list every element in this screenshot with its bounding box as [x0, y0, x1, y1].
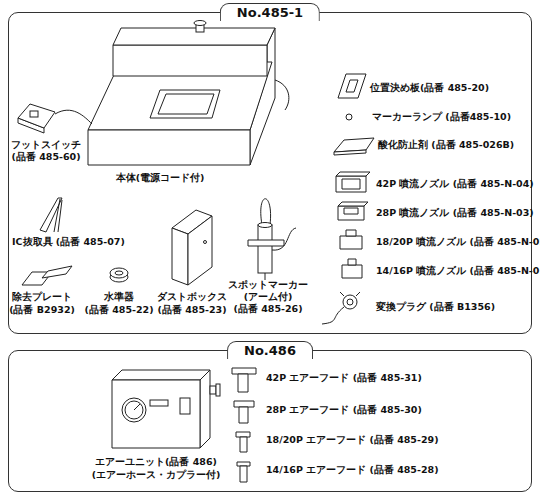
conversion-plug: [322, 292, 360, 324]
part-label: (品番 485-23): [158, 304, 227, 316]
part-label: 酸化防止剤 (品番 485-026B): [378, 139, 514, 151]
air-hoods: [232, 368, 256, 482]
part-label: 42P エアーフード (品番 485-31): [266, 372, 422, 384]
part-label: 位置決め板(品番 485-20): [370, 82, 489, 94]
ic-extractor: [40, 198, 62, 232]
part-label: (品番 485-60): [12, 151, 81, 163]
dust-box: [172, 210, 212, 285]
part-label: 18/20P エアーフード (品番 485-29): [266, 434, 438, 446]
part-label: (アーム付): [244, 291, 293, 303]
panel-heading: No.486: [227, 341, 313, 359]
part-label: エアーユニット(品番 486): [95, 456, 217, 468]
part-label: フットスイッチ: [11, 139, 81, 151]
part-label: 14/16P エアーフード (品番 485-28): [266, 464, 438, 476]
antioxidant: [334, 138, 374, 155]
nozzles: [336, 172, 370, 278]
part-label: 本体(電源コード付): [116, 172, 205, 184]
part-label: 28P エアーフード (品番 485-30): [266, 404, 422, 416]
air-unit: [112, 370, 220, 448]
part-label: ダストボックス: [157, 291, 227, 303]
part-label: 変換プラグ (品番 B1356): [376, 301, 495, 313]
positioning-plate: [338, 74, 366, 98]
spot-marker: [248, 199, 296, 280]
removal-plate: [22, 266, 72, 285]
part-label: IC抜取具 (品番 485-07): [12, 236, 125, 248]
foot-switch: [18, 104, 92, 133]
part-label: 水準器: [104, 291, 134, 303]
marker-lamp: [346, 114, 352, 120]
main-unit: [88, 21, 289, 166]
part-label: 18/20P 噴流ノズル (品番 485-N-02): [376, 236, 540, 248]
part-label: 28P 噴流ノズル (品番 485-N-03): [376, 207, 534, 219]
part-label: 42P 噴流ノズル (品番 485-N-04): [376, 178, 534, 190]
panel-heading: No.485-1: [220, 3, 320, 21]
part-label: (品番 B2932): [9, 304, 75, 316]
level: [110, 268, 128, 282]
part-label: (品番 485-22): [85, 304, 154, 316]
part-label: マーカーランプ (品番485-10): [372, 111, 511, 123]
part-label: (品番 485-26): [234, 303, 303, 315]
part-label: (エアーホース・カプラー付): [92, 469, 221, 481]
part-label: 14/16P 噴流ノズル (品番 485-N-01): [376, 265, 540, 277]
part-label: 除去プレート: [12, 291, 72, 303]
part-label: スポットマーカー: [228, 279, 308, 291]
